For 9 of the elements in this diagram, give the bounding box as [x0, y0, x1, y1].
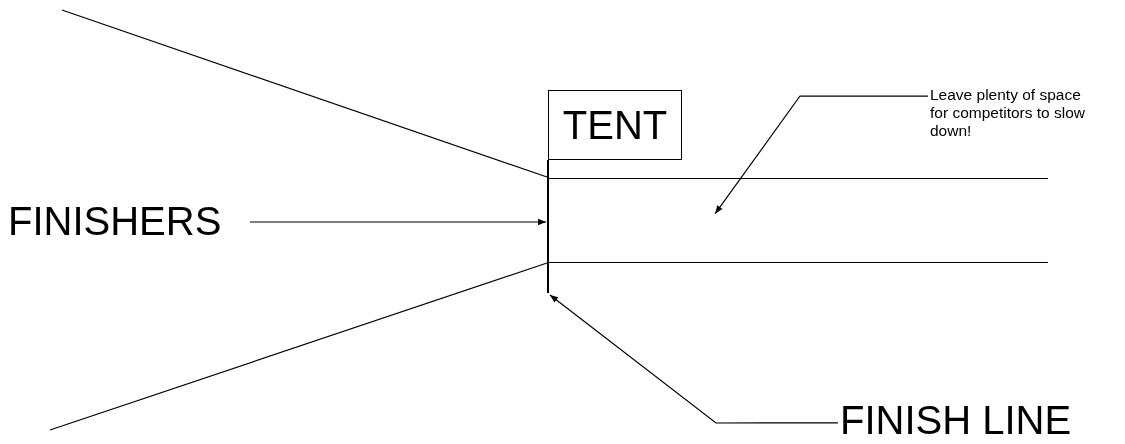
tent-box: TENT	[548, 90, 682, 160]
leader-arrow	[249, 218, 547, 226]
finish-line	[547, 160, 549, 293]
finishers-label: FINISHERS	[8, 196, 248, 246]
finish-chute	[549, 178, 1048, 263]
leader-arrow	[714, 95, 929, 215]
leader-arrow	[549, 294, 839, 424]
finish-line-label: FINISH LINE	[840, 396, 1120, 444]
note-text: Leave plenty of space for competitors to slow down!	[930, 86, 1100, 146]
